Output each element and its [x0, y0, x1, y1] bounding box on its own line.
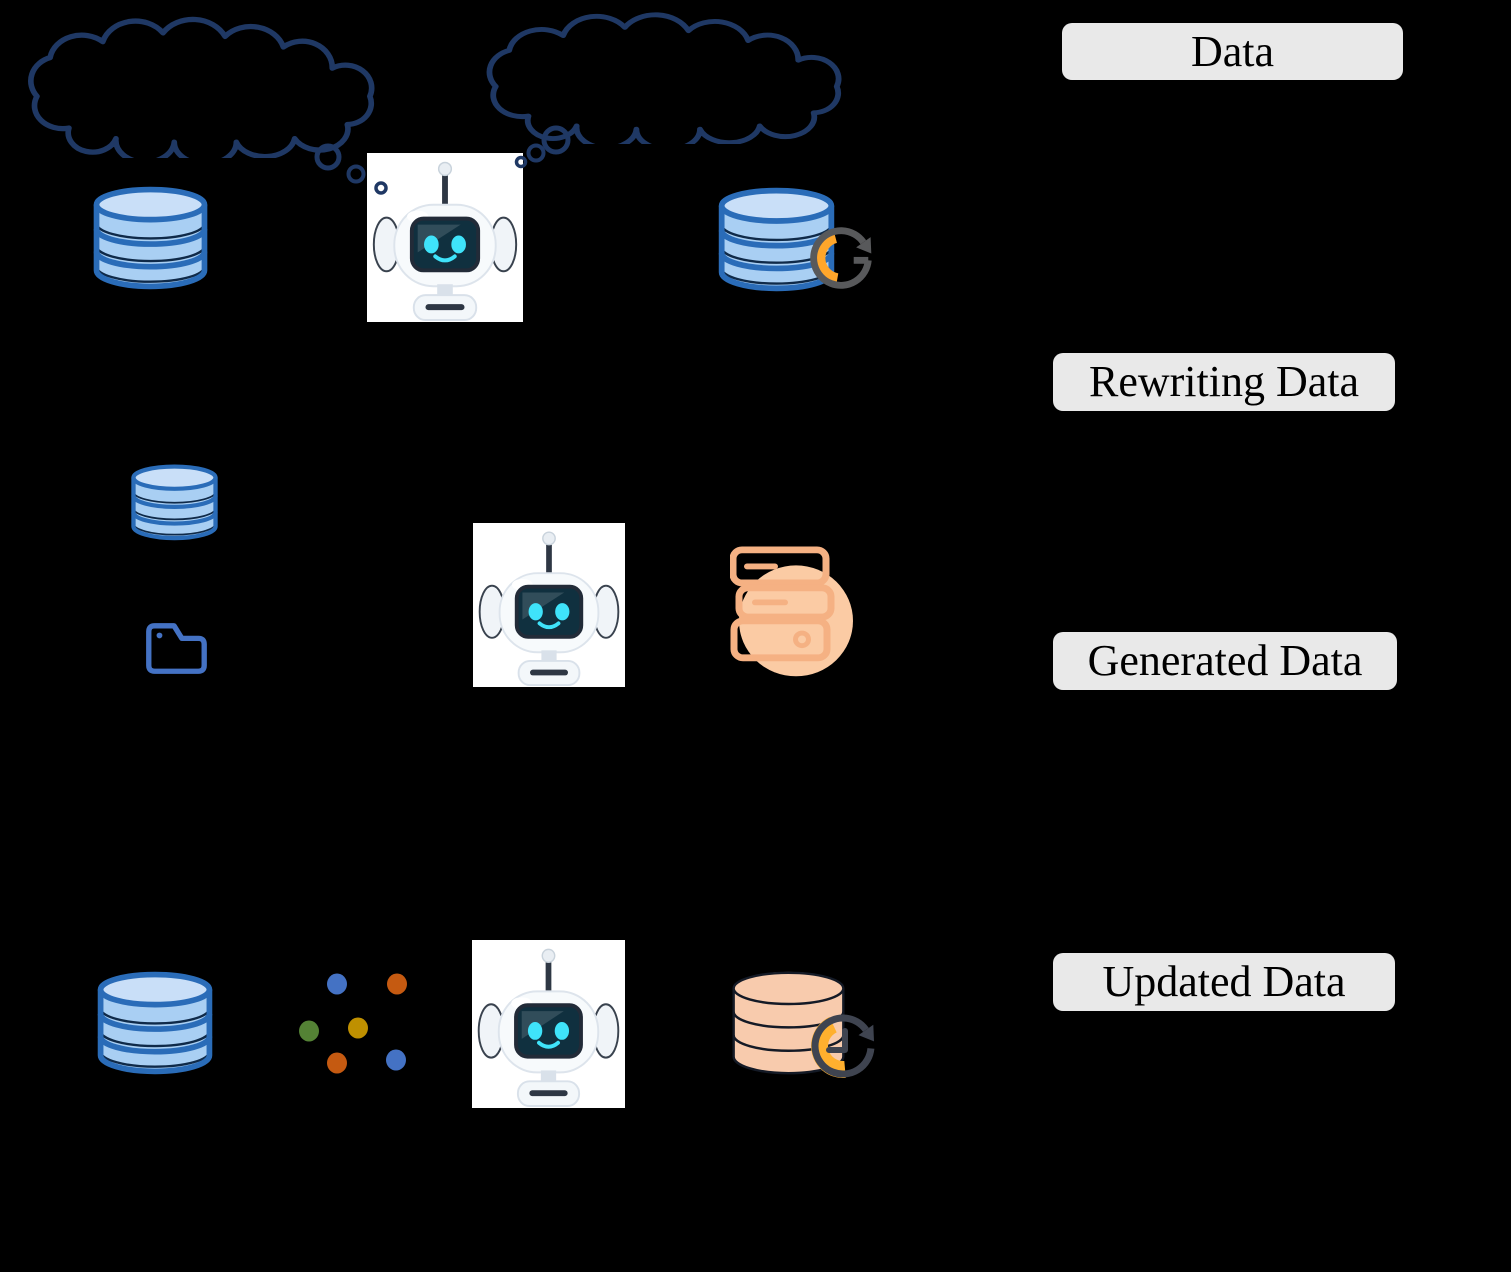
thought-cloud-right [489, 15, 838, 169]
label-rewriting-data: Rewriting Data [1053, 353, 1395, 411]
robot-assistant-bottom [472, 940, 625, 1108]
refresh-icon [798, 215, 884, 301]
label-updated-data: Updated Data [1053, 953, 1395, 1011]
scatter-dots-icon [299, 973, 407, 1074]
database-icon-small [127, 461, 222, 543]
label-data: Data [1062, 23, 1403, 80]
server-generated-icon [730, 545, 858, 687]
folder-icon [141, 620, 211, 678]
robot-assistant-middle [473, 523, 625, 687]
label-generated-data: Generated Data [1053, 632, 1397, 690]
history-clock-icon [799, 1002, 887, 1090]
robot-assistant-top [367, 153, 523, 322]
database-icon-source [88, 182, 213, 293]
thought-cloud-left [31, 19, 388, 195]
database-icon-bottom [92, 967, 218, 1078]
